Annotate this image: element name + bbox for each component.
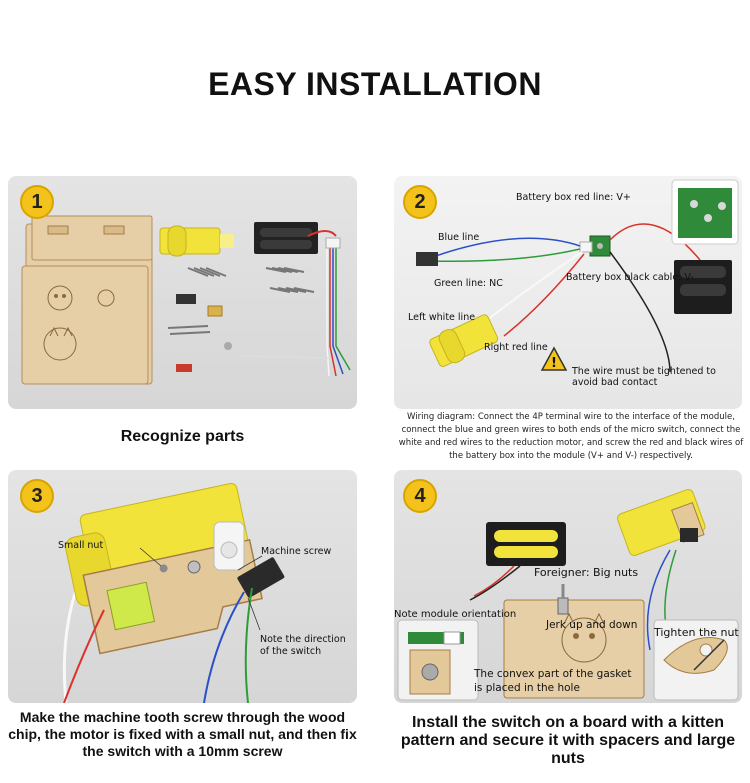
label-machine-screw: Machine screw xyxy=(261,546,332,557)
step-3-caption: Make the machine tooth screw through the… xyxy=(8,709,357,759)
step-number-badge: 4 xyxy=(403,479,437,513)
label-warning: The wire must be tightened to avoid bad … xyxy=(572,366,716,388)
wiring-diagram: ! xyxy=(416,179,739,373)
label-left-white: Left white line xyxy=(408,312,476,323)
label-small-nut: Small nut xyxy=(58,540,104,551)
label-module-orientation: Note module orientation xyxy=(394,609,517,620)
step-2-caption: Wiring diagram: Connect the 4P terminal … xyxy=(398,412,744,461)
step-4-panel: 4 Foreigner: Big nuts Note module orient… xyxy=(394,470,742,703)
label-tighten-nut: Tighten the nut xyxy=(654,626,739,639)
step-2-panel: ! 2 Battery box red line: V+ Blue line B… xyxy=(394,176,742,409)
label-big-nuts: Foreigner: Big nuts xyxy=(534,566,639,579)
label-switch-direction: Note the direction of the switch xyxy=(260,634,346,657)
step-number-badge: 2 xyxy=(403,185,437,219)
step-1-panel: 1 xyxy=(8,176,357,409)
page-title: EASY INSTALLATION xyxy=(208,66,542,102)
label-jerk-up-down: Jerk up and down xyxy=(546,619,638,631)
parts-illustration xyxy=(21,215,351,385)
step-number-badge: 3 xyxy=(20,479,54,513)
step-3-panel: 3 Small nut Machine screw Note the direc… xyxy=(8,470,357,703)
label-blue-line: Blue line xyxy=(438,232,480,243)
motor-mount-illustration xyxy=(62,482,285,703)
label-green-line: Green line: NC xyxy=(434,278,503,289)
step-4-caption: Install the switch on a board with a kit… xyxy=(400,714,736,767)
step-number-badge: 1 xyxy=(20,185,54,219)
svg-text:!: ! xyxy=(551,356,557,371)
step-1-caption: Recognize parts xyxy=(120,428,245,445)
label-right-red: Right red line xyxy=(484,342,548,353)
switch-install-illustration xyxy=(397,489,739,701)
label-battery-black: Battery box black cable: V- xyxy=(566,272,694,283)
label-gasket: The convex part of the gasket is placed … xyxy=(474,668,632,694)
label-battery-red: Battery box red line: V+ xyxy=(516,192,631,203)
